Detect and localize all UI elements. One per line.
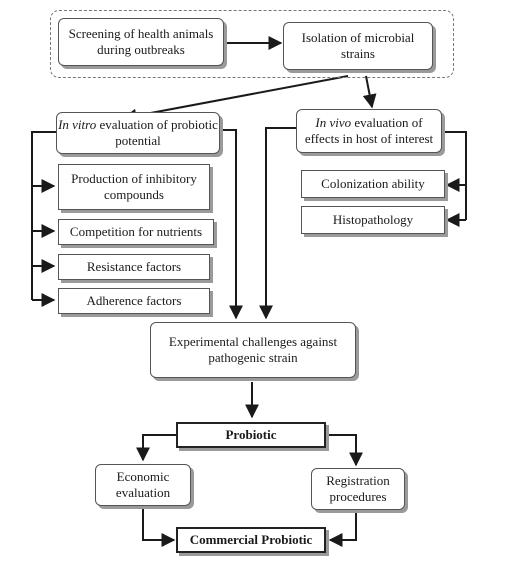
node-inhibitory: Production of inhibitory compounds — [58, 164, 210, 210]
node-competition-label: Competition for nutrients — [69, 224, 203, 239]
node-probiotic: Probiotic — [176, 422, 326, 448]
arrow-probiotic-to-registration — [326, 434, 363, 467]
node-adherence-label: Adherence factors — [86, 293, 182, 308]
node-competition: Competition for nutrients — [58, 219, 214, 245]
arrow-isolation-to-invivo — [362, 75, 377, 109]
node-in-vivo-label: In vivo evaluation of effects in host of… — [297, 115, 441, 147]
arrow-invitro-to-challenges — [222, 129, 243, 320]
node-colonization-label: Colonization ability — [321, 176, 425, 191]
node-isolation-label: Isolation of microbial strains — [301, 30, 415, 61]
node-resistance: Resistance factors — [58, 254, 210, 280]
node-challenges: Experimental challenges against pathogen… — [150, 322, 356, 378]
node-registration: Registration procedures — [311, 468, 405, 510]
connector-invitro-bracket — [31, 131, 56, 300]
arrow-registration-to-commercial — [328, 510, 357, 547]
arrow-invivo-to-challenges — [259, 127, 296, 320]
node-in-vitro-label-rest: evaluation of probiotic potential — [96, 117, 218, 148]
node-adherence: Adherence factors — [58, 288, 210, 314]
node-histopathology-label: Histopathology — [332, 212, 414, 227]
node-screening-label: Screening of health animals during outbr… — [68, 26, 214, 57]
node-registration-label: Registration procedures — [326, 473, 390, 504]
node-commercial: Commercial Probiotic — [176, 527, 326, 553]
node-isolation: Isolation of microbial strains — [283, 22, 433, 70]
node-screening: Screening of health animals during outbr… — [58, 18, 224, 66]
node-economic: Economic evaluation — [95, 464, 191, 506]
top-group-frame — [50, 10, 454, 78]
node-in-vivo-label-italic: In vivo — [315, 115, 352, 130]
node-challenges-label: Experimental challenges against pathogen… — [168, 334, 338, 365]
node-probiotic-label: Probiotic — [225, 427, 277, 442]
node-in-vivo: In vivo evaluation of effects in host of… — [296, 109, 442, 153]
node-in-vivo-label-rest: evaluation of effects in host of interes… — [304, 115, 434, 146]
arrow-probiotic-to-economic — [136, 434, 176, 462]
node-in-vitro-label-italic: In vitro — [58, 117, 97, 132]
node-in-vitro: In vitro evaluation of probiotic potenti… — [56, 112, 220, 154]
node-commercial-label: Commercial Probiotic — [189, 532, 313, 547]
connector-invivo-bracket — [444, 131, 467, 220]
node-histopathology: Histopathology — [301, 206, 445, 234]
node-resistance-label: Resistance factors — [86, 259, 182, 274]
arrow-economic-to-commercial — [142, 508, 176, 547]
node-colonization: Colonization ability — [301, 170, 445, 198]
node-in-vitro-label: In vitro evaluation of probiotic potenti… — [57, 117, 219, 149]
node-inhibitory-label: Production of inhibitory compounds — [71, 171, 197, 202]
node-economic-label: Economic evaluation — [115, 469, 171, 500]
arrow-isolation-to-invitro — [122, 75, 349, 123]
